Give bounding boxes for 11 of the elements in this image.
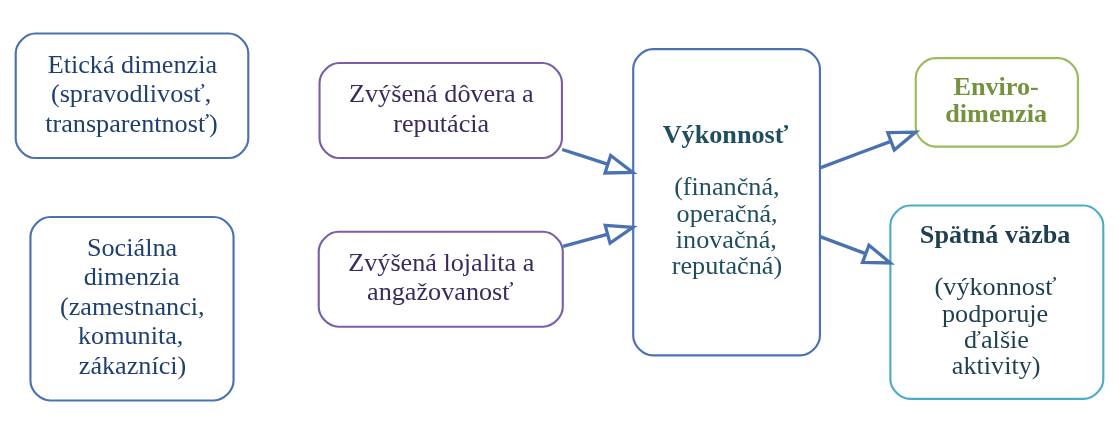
arrow: [561, 147, 638, 175]
arrow: [819, 235, 895, 265]
node-box: Spätná väzba (výkonnosť podporuje ďalšie aktivity): [889, 204, 1105, 400]
arrow: [819, 130, 921, 170]
node-box: Etická dimenzia (spravodlivosť, transparentnosť): [14, 32, 250, 160]
node-box: Sociálna dimenzia (zamestnanci, komunita, zákazníci): [29, 215, 235, 402]
node-box: Zvýšená lojalita a angažovanosť: [317, 230, 564, 328]
node-box: Výkonnosť (finančná, operačná, inovačná, reputačná): [632, 48, 821, 357]
node-box: Zvýšená dôvera a reputácia: [318, 61, 564, 160]
node-box: Enviro- dimenzia: [914, 57, 1079, 148]
arrow: [562, 223, 638, 248]
